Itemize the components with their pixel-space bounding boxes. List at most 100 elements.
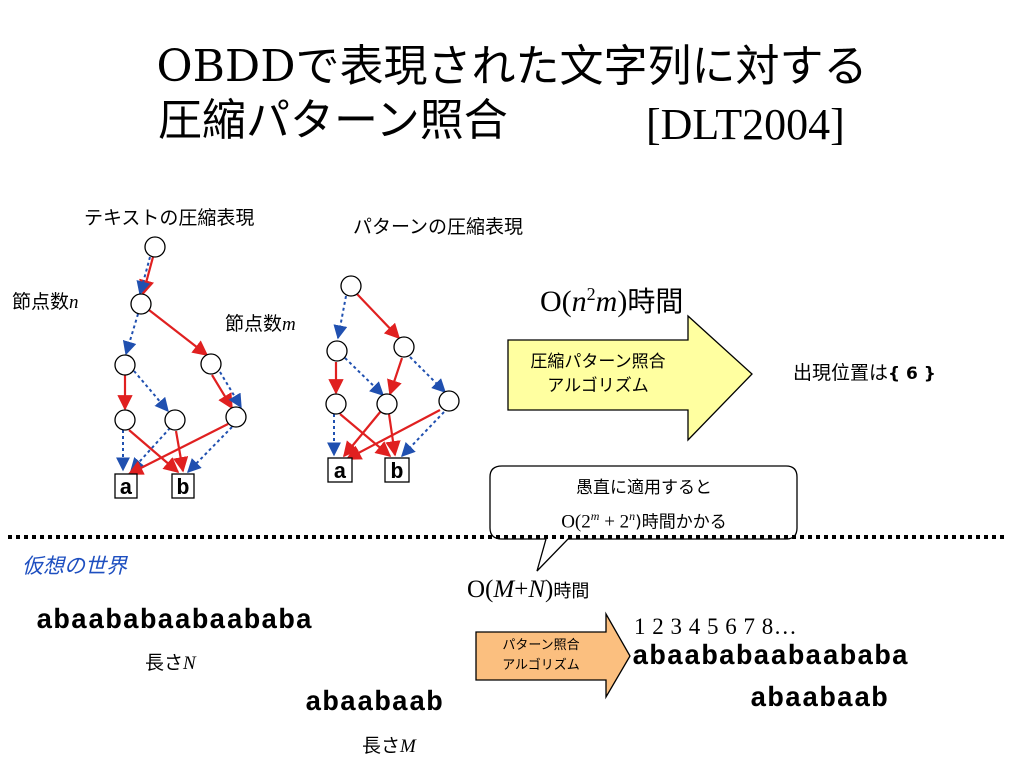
pattern-obdd: a b bbox=[325, 275, 460, 485]
callout-text: 愚直に適用すると O(2m + 2n)時間かかる bbox=[492, 474, 796, 536]
algorithm-label-line2: アルゴリズム bbox=[502, 658, 580, 673]
leaf-b: b bbox=[390, 460, 403, 485]
complexity-suffix: ) bbox=[545, 576, 554, 603]
text-node-count: 節点数n bbox=[12, 287, 79, 314]
callout-exp-n: n bbox=[629, 509, 636, 523]
callout-bubble bbox=[489, 465, 798, 572]
text-obdd-caption: テキストの圧縮表現 bbox=[84, 207, 255, 229]
position-numbers: 1 2 3 4 5 6 7 8… bbox=[634, 614, 798, 639]
complexity-prefix: O( bbox=[467, 576, 494, 603]
complexity-plus: + bbox=[514, 576, 529, 603]
algorithm-label-line2: アルゴリズム bbox=[547, 376, 649, 396]
complexity-prefix: O( bbox=[540, 285, 572, 318]
leaf-a: a bbox=[333, 460, 346, 485]
leaf-a: a bbox=[119, 476, 132, 501]
leaf-box bbox=[327, 457, 353, 483]
aligned-pattern-string: abaabaab bbox=[750, 684, 889, 715]
obdd-node bbox=[376, 393, 398, 415]
edge-one bbox=[343, 410, 382, 458]
algorithm-arrow-top-label: 圧縮パターン照合 アルゴリズム bbox=[508, 350, 688, 398]
node-count-prefix: 節点数 bbox=[12, 291, 70, 313]
node-count-var: n bbox=[69, 292, 79, 313]
complexity-unit: 時間 bbox=[553, 581, 590, 602]
node-count-prefix: 節点数 bbox=[225, 313, 283, 335]
edge-zero bbox=[409, 356, 446, 393]
callout-line1: 愚直に適用すると bbox=[576, 478, 712, 498]
pattern-obdd-caption: パターンの圧縮表現 bbox=[353, 216, 524, 238]
occurrence-result: 出現位置は{ 6 } bbox=[793, 358, 936, 385]
obdd-node bbox=[225, 406, 247, 428]
edge-one bbox=[128, 429, 180, 474]
aligned-text-string: abaababaabaababa bbox=[632, 642, 909, 673]
algorithm-arrow-bottom-label: パターン照合 アルゴリズム bbox=[476, 636, 606, 676]
obdd-node bbox=[114, 354, 136, 376]
algorithm-arrow-bottom bbox=[475, 611, 631, 700]
edge-zero bbox=[333, 295, 348, 340]
node-count-var: m bbox=[282, 314, 296, 335]
complexity-M: M bbox=[493, 576, 515, 603]
callout-part: )時間かかる bbox=[635, 512, 727, 533]
result-set: { 6 } bbox=[888, 364, 936, 384]
title-main: 圧縮パターン照合 bbox=[158, 95, 508, 146]
complexity-unit: 時間 bbox=[627, 285, 684, 318]
virtual-text-string: abaababaabaababa bbox=[36, 606, 313, 637]
complexity-suffix: ) bbox=[617, 285, 628, 318]
complexity-top: O(n2m)時間 bbox=[540, 280, 683, 320]
length-var: N bbox=[183, 653, 196, 674]
leaf-box bbox=[114, 473, 138, 499]
obdd-node bbox=[130, 293, 152, 315]
obdd-node bbox=[114, 409, 136, 431]
algorithm-label-line1: 圧縮パターン照合 bbox=[530, 352, 666, 372]
title-line-2: 圧縮パターン照合 bbox=[158, 94, 508, 148]
callout-part: + 2 bbox=[599, 511, 630, 533]
obdd-node bbox=[164, 409, 186, 431]
obdd-node bbox=[326, 340, 348, 362]
complexity-m: m bbox=[595, 285, 618, 318]
virtual-pattern-string: abaabaab bbox=[305, 688, 444, 719]
edge-zero bbox=[219, 371, 242, 409]
length-prefix: 長さ bbox=[362, 735, 401, 757]
algorithm-label-line1: パターン照合 bbox=[502, 638, 580, 653]
edge-zero bbox=[187, 426, 233, 474]
algorithm-arrow-top bbox=[507, 314, 753, 442]
virtual-world-label: 仮想の世界 bbox=[22, 554, 127, 578]
edge-zero bbox=[401, 411, 445, 458]
edge-one bbox=[173, 430, 189, 473]
edge-one bbox=[339, 413, 392, 457]
edge-one bbox=[148, 309, 209, 356]
pattern-length: 長さM bbox=[362, 731, 416, 758]
complexity-bottom: O(M+N)時間 bbox=[467, 576, 589, 604]
callout-part: O(2 bbox=[561, 511, 591, 533]
complexity-N: N bbox=[528, 576, 546, 603]
obdd-node bbox=[200, 353, 222, 375]
text-obdd: a b bbox=[114, 236, 247, 501]
edge-zero bbox=[136, 256, 151, 296]
complexity-n: n bbox=[571, 285, 587, 318]
leaf-box bbox=[171, 473, 195, 499]
obdd-node bbox=[144, 236, 166, 258]
obdd-node bbox=[393, 336, 415, 358]
obdd-node bbox=[438, 390, 460, 412]
obdd-node bbox=[325, 393, 347, 415]
edge-zero bbox=[133, 370, 169, 413]
edge-one bbox=[345, 409, 441, 460]
edge-one bbox=[356, 293, 401, 340]
title-line-1: OBDDで表現された文字列に対する bbox=[156, 41, 868, 92]
length-prefix: 長さ bbox=[145, 652, 184, 674]
leaf-box bbox=[384, 457, 410, 483]
edge-one bbox=[387, 357, 404, 396]
complexity-exp: 2 bbox=[586, 284, 596, 304]
length-var: M bbox=[400, 736, 416, 757]
callout-line2: O(2m + 2n)時間かかる bbox=[492, 502, 796, 536]
leaf-b: b bbox=[176, 476, 189, 501]
callout-exp-m: m bbox=[590, 509, 600, 523]
pattern-node-count: 節点数m bbox=[225, 309, 296, 336]
edge-zero bbox=[344, 357, 385, 396]
edge-zero bbox=[122, 313, 139, 356]
edge-one bbox=[211, 374, 233, 410]
text-length: 長さN bbox=[145, 648, 196, 675]
edge-one bbox=[127, 423, 229, 475]
result-text: 出現位置は bbox=[793, 362, 889, 384]
obdd-node bbox=[340, 275, 362, 297]
